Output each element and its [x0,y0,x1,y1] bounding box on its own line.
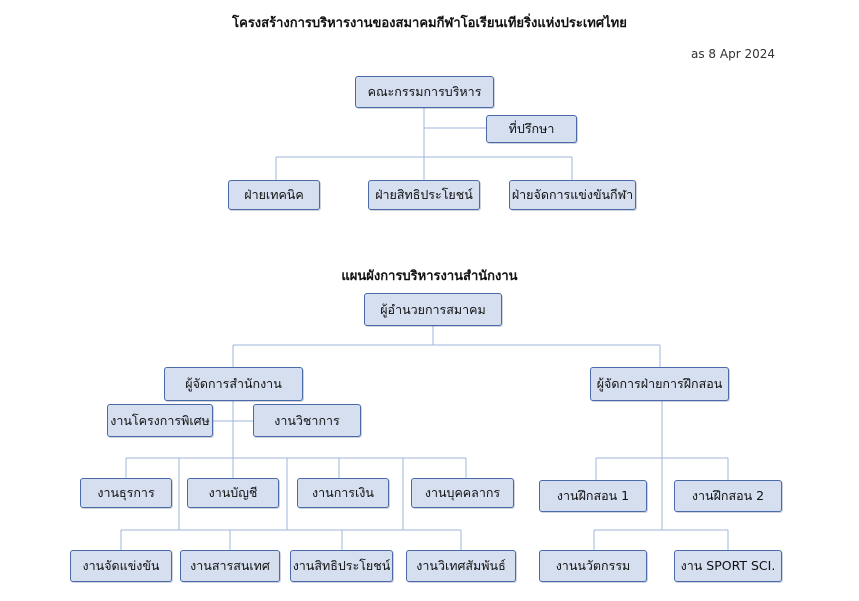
department-benefits-box: ฝ่ายสิทธิประโยชน์ [368,180,480,210]
committee-box: คณะกรรมการบริหาร [355,76,494,108]
unit-coaching-1-box: งานฝึกสอน 1 [539,480,647,512]
unit-information-box: งานสารสนเทศ [180,550,280,582]
unit-international-box: งานวิเทศสัมพันธ์ [406,550,516,582]
advisor-box: ที่ปรึกษา [486,115,577,143]
unit-competition-box: งานจัดแข่งขัน [70,550,172,582]
department-technical-box: ฝ่ายเทคนิค [228,180,320,210]
unit-sport-sci-box: งาน SPORT SCI. [674,550,782,582]
unit-coaching-2-box: งานฝึกสอน 2 [674,480,782,512]
unit-benefits-box: งานสิทธิประโยชน์ [290,550,393,582]
board-structure-title: โครงสร้างการบริหารงานของสมาคมกีฬาโอเรียน… [232,16,627,31]
special-projects-box: งานโครงการพิเศษ [107,404,213,437]
training-manager-box: ผู้จัดการฝ่ายการฝึกสอน [590,367,729,401]
unit-accounting-box: งานบัญชี [187,478,279,508]
academic-box: งานวิชาการ [253,404,361,437]
unit-admin-box: งานธุรการ [80,478,172,508]
unit-personnel-box: งานบุคคลากร [411,478,514,508]
as-of-date: as 8 Apr 2024 [691,47,775,61]
office-chart-title: แผนผังการบริหารงานสำนักงาน [341,269,518,284]
department-competition-box: ฝ่ายจัดการแข่งขันกีฬา [509,180,636,210]
office-manager-box: ผู้จัดการสำนักงาน [164,367,303,401]
director-box: ผู้อำนวยการสมาคม [364,293,502,326]
unit-innovation-box: งานนวัตกรรม [539,550,647,582]
unit-finance-box: งานการเงิน [297,478,389,508]
